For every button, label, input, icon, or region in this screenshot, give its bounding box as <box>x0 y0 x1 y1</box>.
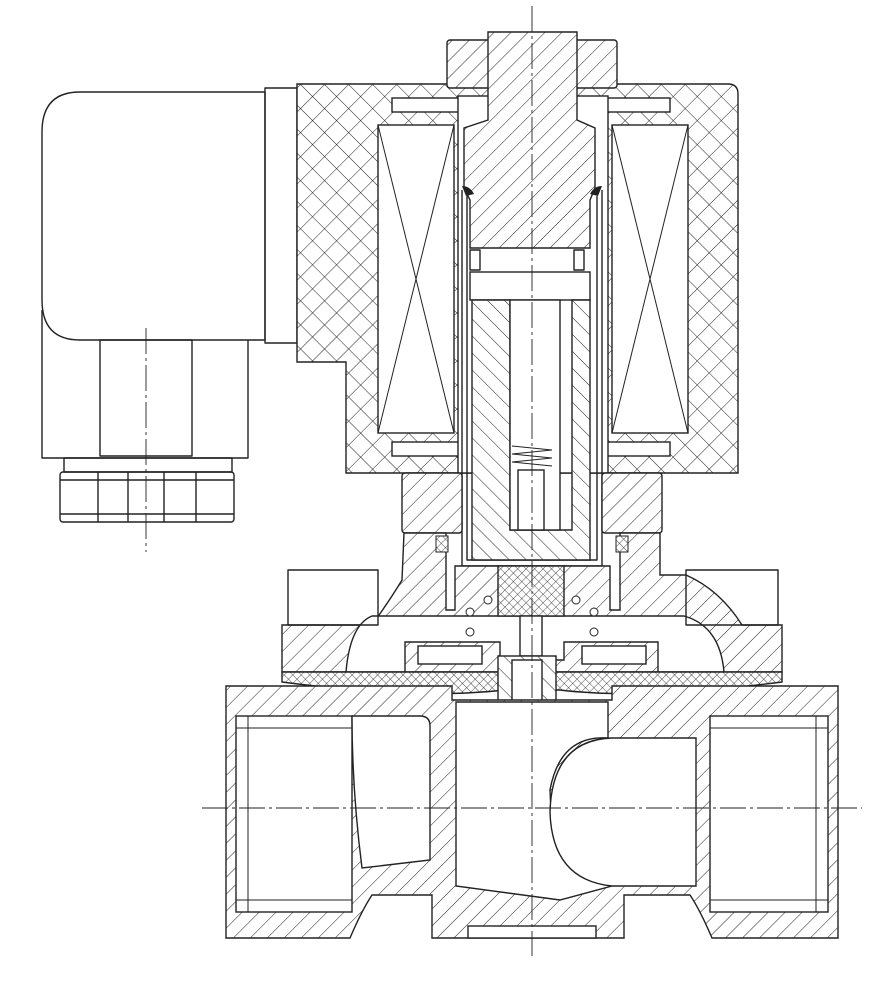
coil-winding-left <box>377 97 463 457</box>
pilot-seat <box>497 565 565 657</box>
coil-connector-housing <box>41 87 298 459</box>
diaphragm-plate <box>404 641 659 673</box>
cable-gland <box>59 457 235 523</box>
coil-winding-right <box>599 97 689 457</box>
plunger <box>469 271 591 561</box>
outlet-port <box>709 715 829 913</box>
inlet-port <box>235 715 431 913</box>
fixed-core <box>463 31 596 271</box>
central-chamber <box>455 701 697 939</box>
coil-lower-nut <box>401 472 663 534</box>
center-lines <box>145 6 862 956</box>
